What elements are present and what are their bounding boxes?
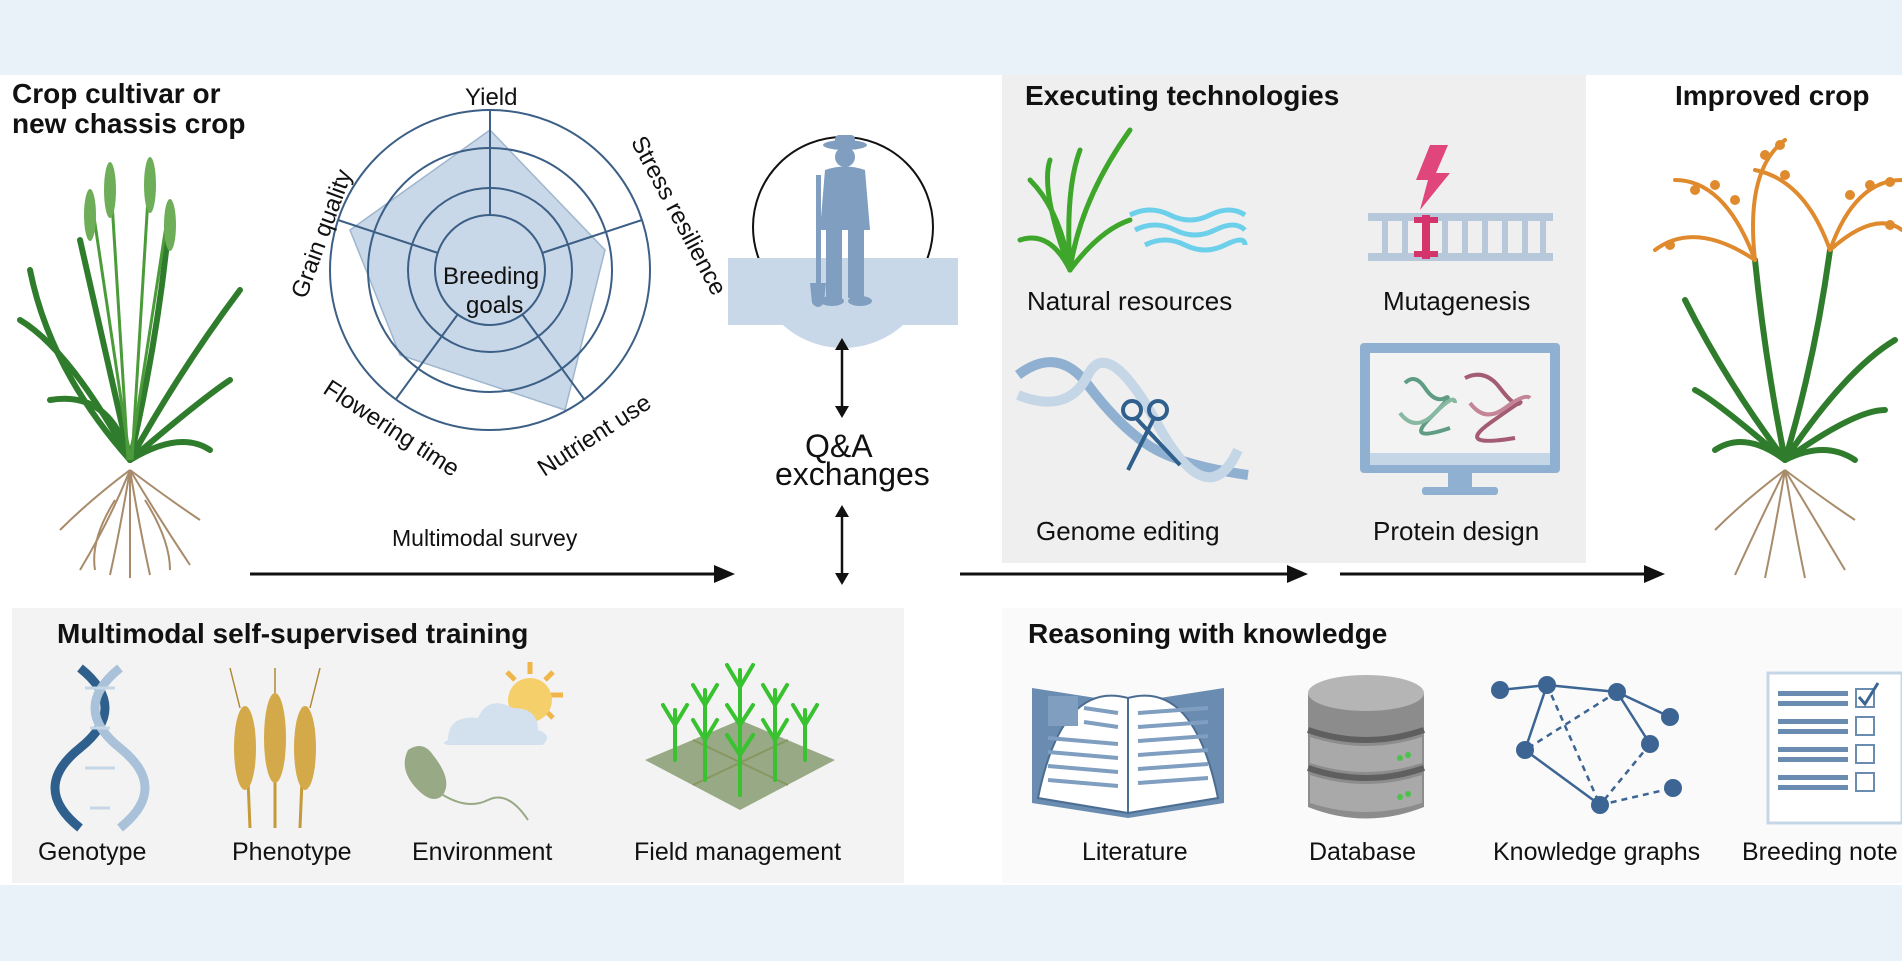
environment-icon: [404, 662, 563, 821]
phenotype-label: Phenotype: [232, 838, 352, 866]
database-label: Database: [1309, 838, 1417, 866]
wheat-plant-icon: [17, 157, 243, 578]
qa-arrow-down: [835, 505, 849, 585]
reasoning-title: Reasoning with knowledge: [1028, 618, 1388, 649]
qa-line1: Q&A: [805, 428, 873, 464]
genome-editing-icon: [1015, 357, 1249, 483]
to-executing-arrow: [960, 565, 1308, 583]
literature-label: Literature: [1082, 838, 1188, 866]
training-title: Multimodal self-supervised training: [57, 618, 529, 649]
qa-line2: exchanges: [775, 456, 930, 492]
radar-axis-yield: Yield: [465, 84, 518, 111]
radar-center-line1: Breeding: [443, 263, 540, 290]
to-improved-arrow: [1340, 565, 1665, 583]
protein-design-label: Protein design: [1373, 516, 1540, 546]
mutagenesis-icon: [1368, 145, 1553, 261]
genome-editing-label: Genome editing: [1036, 516, 1220, 546]
improved-crop-title: Improved crop: [1675, 80, 1870, 111]
breeding-goals-radar: [329, 109, 651, 431]
field-management-label: Field management: [634, 838, 842, 866]
dna-icon: [50, 664, 150, 832]
breeding-note-icon: [1766, 671, 1902, 825]
environment-label: Environment: [412, 838, 553, 866]
executing-panel: [1002, 75, 1586, 563]
farmer-icon: [728, 135, 958, 348]
radar-center-line2: goals: [466, 292, 524, 319]
breeding-note-label: Breeding note: [1742, 838, 1898, 866]
knowledge-graph-icon: [1491, 676, 1682, 814]
genotype-label: Genotype: [38, 838, 147, 866]
natural-resources-label: Natural resources: [1027, 286, 1233, 316]
mutagenesis-label: Mutagenesis: [1383, 286, 1531, 316]
knowledge-graphs-label: Knowledge graphs: [1493, 838, 1701, 866]
book-icon: [1032, 688, 1224, 818]
survey-label: Multimodal survey: [392, 525, 578, 551]
wheat-ears-icon: [229, 667, 321, 829]
improved-rice-plant-icon: [1653, 138, 1902, 579]
crop-title-line2: new chassis crop: [12, 108, 246, 139]
protein-design-icon: [1360, 343, 1560, 495]
field-icon: [645, 663, 835, 810]
crop-title-line1: Crop cultivar or: [12, 78, 221, 109]
executing-title: Executing technologies: [1025, 80, 1340, 111]
qa-arrow-up: [835, 338, 849, 418]
survey-arrow: [250, 565, 735, 583]
natural-resources-icon: [1017, 127, 1248, 273]
database-icon: [1307, 675, 1425, 819]
